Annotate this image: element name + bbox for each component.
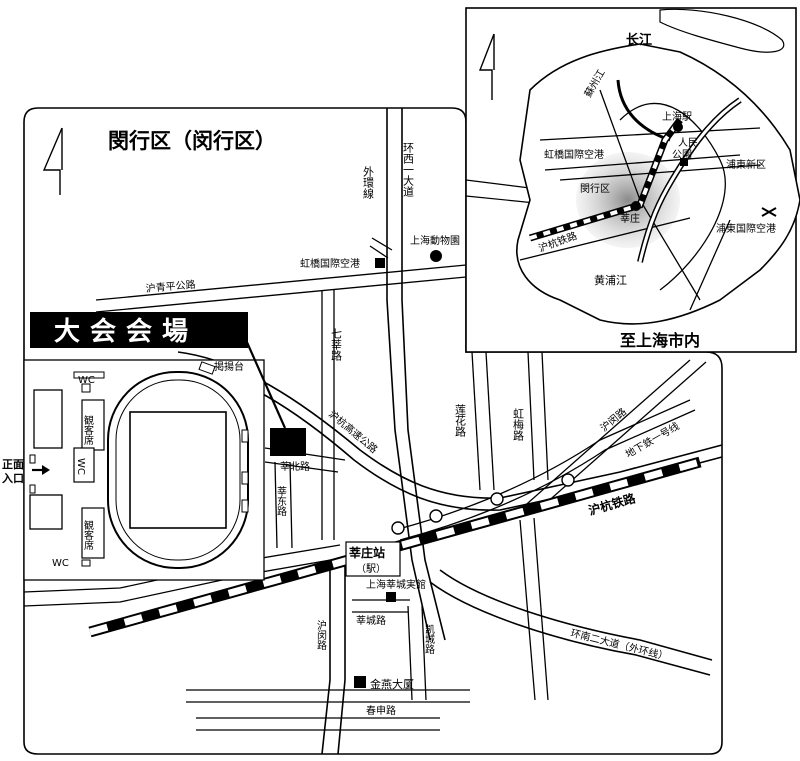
road-humin-lower xyxy=(321,560,346,755)
arrow-right-icon xyxy=(32,465,50,475)
road-chunshen-label: 春申路 xyxy=(366,704,396,717)
inset-pudong-label: 浦東新区 xyxy=(726,158,766,171)
seating-strip-top xyxy=(73,371,105,379)
road-hongmei xyxy=(527,351,549,481)
inset-shanghai-station-label: 上海駅 xyxy=(662,110,692,123)
inset-hongqiao-label: 虹橋国際空港 xyxy=(544,148,604,161)
hongqiao-airport-label: 虹橋国際空港 xyxy=(300,257,360,270)
north-arrow-icon xyxy=(478,33,495,100)
wc-bottom-label: WC xyxy=(52,558,69,569)
road-xincheng xyxy=(352,599,410,613)
road-chunshen xyxy=(196,717,440,731)
road-kaicheng xyxy=(407,605,427,701)
venue-banner-text: 大会会場 xyxy=(54,317,198,347)
road-xincheng-label: 莘城路 xyxy=(356,614,386,627)
road-humin-upper xyxy=(519,359,707,513)
road-outer-ring-west-label: 外環線 xyxy=(362,166,375,199)
inset-peoples-park-marker xyxy=(680,158,688,166)
road-lower-right xyxy=(519,517,549,701)
seats-bottom-label: 観客席 xyxy=(82,519,94,551)
inset-peoples-park-label-1: 人民 xyxy=(678,137,698,149)
podium-label: 掲揚台 xyxy=(214,360,244,373)
road-airport-spur xyxy=(369,237,393,259)
inset-xinzhuang-label: 莘庄 xyxy=(620,212,640,225)
hotel-marker[interactable] xyxy=(386,592,396,602)
road-jinyan xyxy=(186,689,470,703)
road-humin-lower-label: 沪闵路 xyxy=(315,619,327,651)
jinyan-label: 金燕大厦 xyxy=(370,677,414,691)
road-lianhua xyxy=(471,351,495,491)
inset-huangpu-label: 黄浦江 xyxy=(594,273,627,287)
road-huannan xyxy=(429,569,713,676)
venue-banner xyxy=(30,312,248,348)
road-huanxi xyxy=(386,108,446,641)
venue-building[interactable] xyxy=(270,428,306,456)
stadium-track xyxy=(107,371,249,569)
xinzhuang-station-suffix: （駅） xyxy=(356,563,386,575)
station-box xyxy=(345,541,401,577)
xinzhuang-station-label: 莘庄站 xyxy=(349,545,385,560)
road-xinbei-label: 莘北路 xyxy=(280,460,310,473)
inset-shanghai-station-marker xyxy=(673,122,683,132)
wc-top-label: WC xyxy=(78,375,95,386)
zoo-marker[interactable] xyxy=(430,250,442,262)
hongqiao-airport-marker[interactable] xyxy=(375,258,385,268)
inset-to-city-label: 至上海市内 xyxy=(620,331,700,350)
road-qixin-label: 七莘路 xyxy=(330,328,343,362)
podium xyxy=(198,361,216,375)
airplane-icon xyxy=(761,207,777,217)
road-hongmei-label: 虹梅路 xyxy=(512,408,525,442)
district-title: 閔行区（闵行区） xyxy=(108,129,276,153)
building-left-1 xyxy=(33,389,63,449)
metro-line-1 xyxy=(394,399,696,541)
seating-mid xyxy=(73,447,95,483)
road-huanxi-label: 环西一大道 xyxy=(402,142,415,197)
road-lianhua-label: 莲花路 xyxy=(454,404,467,438)
inset-peoples-park-label-2: 公園 xyxy=(672,149,692,161)
inset-minhang-label: 閔行区 xyxy=(580,182,610,195)
metro-stations xyxy=(391,473,575,535)
road-huqingping-label: 沪青平公路 xyxy=(145,278,196,295)
road-qixin xyxy=(321,290,335,540)
inset-railway xyxy=(528,117,683,242)
hotel-label: 上海莘城実館 xyxy=(366,578,426,591)
entrance-label-1: 正面 xyxy=(2,458,24,471)
inset-xinzhuang-marker xyxy=(631,201,641,211)
zoo-label: 上海動物園 xyxy=(410,234,460,247)
north-arrow-icon xyxy=(42,127,63,195)
road-xindong xyxy=(274,461,293,549)
venue-pointer xyxy=(244,339,287,429)
entrance-label-2: 入口 xyxy=(2,472,24,485)
road-huqingping xyxy=(95,264,467,313)
seats-top-label: 観客席 xyxy=(82,414,94,446)
jinyan-marker[interactable] xyxy=(354,676,366,688)
inset-yangtze-label: 长江 xyxy=(626,32,652,48)
road-xindong-label: 莘东路 xyxy=(275,485,287,517)
building-left-2 xyxy=(29,494,63,530)
road-kaicheng-label: 凯城路 xyxy=(423,623,435,655)
inset-pudong-airport-label: 浦東国際空港 xyxy=(716,222,776,235)
wc-mid-label: WC xyxy=(75,458,86,475)
inset-suzhou-creek xyxy=(616,79,671,142)
inset-island xyxy=(659,8,785,53)
seating-bottom xyxy=(81,507,105,559)
